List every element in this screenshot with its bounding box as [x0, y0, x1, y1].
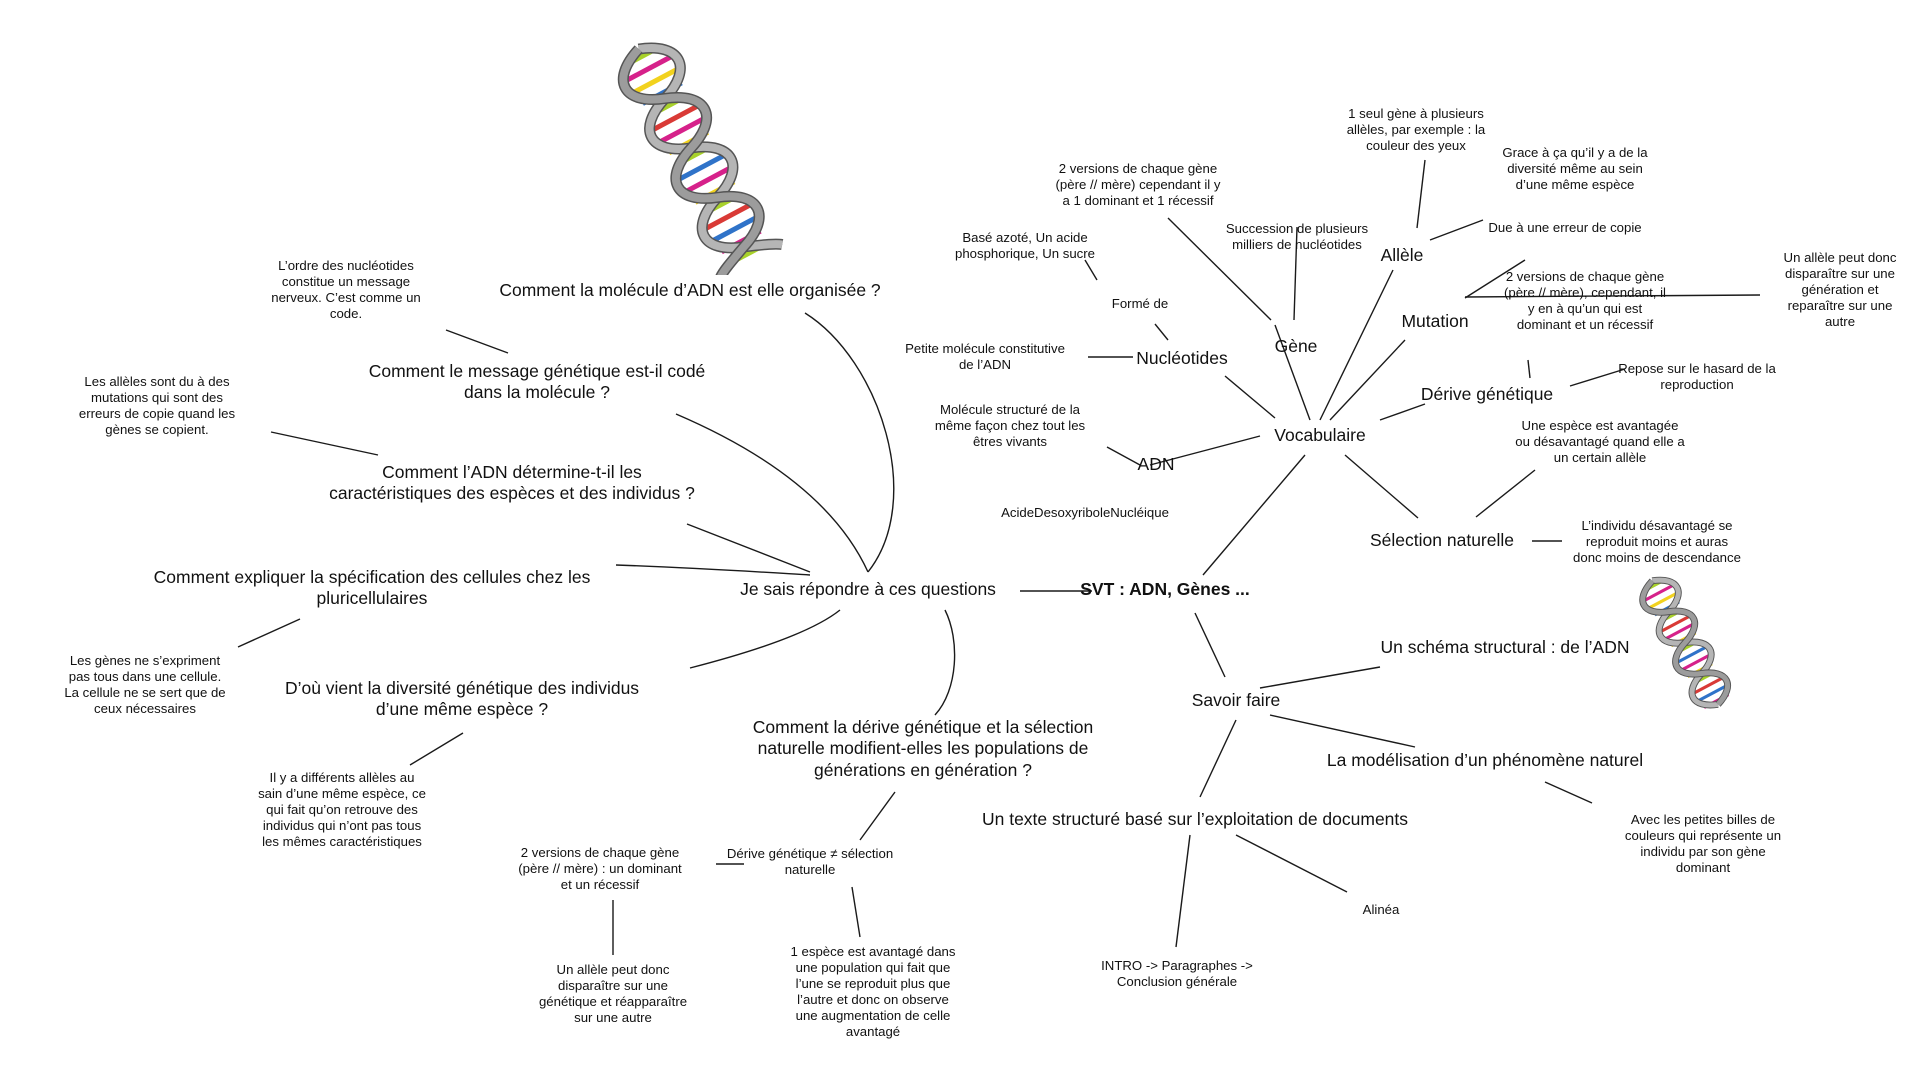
- root-title: SVT : ADN, Gènes ...: [1080, 579, 1250, 599]
- savoir-modelisation-note: Avec les petites billes de couleurs qui …: [1624, 812, 1782, 876]
- vocabulaire-hub: Vocabulaire: [1274, 425, 1366, 445]
- vocab-derive-versions: 2 versions de chaque gène (père // mère)…: [1504, 269, 1666, 333]
- vocab-adn-def: Molécule structuré de la même façon chez…: [934, 402, 1086, 450]
- questions-hub: Je sais répondre à ces questions: [740, 579, 996, 599]
- note-message-code: L’ordre des nucléotides constitue un mes…: [271, 258, 421, 322]
- savoir-schema-structural: Un schéma structural : de l’ADN: [1380, 637, 1630, 657]
- vocab-gene-succession: Succession de plusieurs milliers de nucl…: [1225, 221, 1369, 253]
- vocab-gene-versions: 2 versions de chaque gène (père // mère)…: [1055, 161, 1221, 209]
- vocab-mutation: Mutation: [1401, 311, 1469, 331]
- note-genes-expression: Les gènes ne s’expriment pas tous dans u…: [64, 653, 226, 717]
- question-adn-determine: Comment l’ADN détermine-t-il les caracté…: [329, 462, 695, 504]
- vocab-adn-full: AcideDesoxyriboleNucléique: [1001, 505, 1169, 520]
- question-message-code: Comment le message génétique est-il codé…: [368, 361, 706, 403]
- note-selection-espece: 1 espèce est avantagé dans une populatio…: [790, 944, 956, 1040]
- vocab-gene: Gène: [1274, 336, 1318, 356]
- vocab-derive-hasard: Repose sur le hasard de la reproduction: [1618, 361, 1776, 393]
- vocab-forme-de: Formé de: [1111, 296, 1169, 311]
- vocab-allele-diversite: Grace à ça qu’il y a de la diversité mêm…: [1502, 145, 1648, 193]
- vocab-selection: Sélection naturelle: [1370, 530, 1514, 550]
- vocab-derive: Dérive génétique: [1420, 384, 1554, 404]
- vocab-selection-descendance: L’individu désavantagé se reproduit moin…: [1573, 518, 1741, 566]
- note-derive-allele: Un allèle peut donc disparaître sur une …: [538, 962, 688, 1026]
- note-alleles-mutations: Les allèles sont du à des mutations qui …: [78, 374, 236, 438]
- vocab-allele: Allèle: [1380, 245, 1424, 265]
- vocab-nucleotides: Nucléotides: [1136, 348, 1228, 368]
- savoir-intro-conclusion: INTRO -> Paragraphes -> Conclusion génér…: [1101, 958, 1253, 990]
- vocab-mutation-def: Due à une erreur de copie: [1488, 220, 1642, 235]
- vocab-derive-allele: Un allèle peut donc disparaître sur une …: [1783, 250, 1897, 330]
- question-adn-organisee: Comment la molécule d’ADN est elle organ…: [499, 280, 881, 300]
- note-derive-versions: 2 versions de chaque gène (père // mère)…: [518, 845, 682, 893]
- question-specification-cellules: Comment expliquer la spécification des c…: [153, 567, 591, 609]
- dna-helix-illustration-small: [1639, 576, 1731, 709]
- vocab-allele-def: 1 seul gène à plusieurs allèles, par exe…: [1346, 106, 1486, 154]
- vocab-nucleotides-def: Petite molécule constitutive de l’ADN: [905, 341, 1065, 373]
- note-differents-alleles: Il y a différents allèles au sain d’une …: [258, 770, 426, 850]
- savoir-faire-hub: Savoir faire: [1191, 690, 1281, 710]
- question-diversite-genetique: D’où vient la diversité génétique des in…: [284, 678, 640, 720]
- question-derive-selection: Comment la dérive génétique et la sélect…: [752, 717, 1094, 780]
- vocab-adn: ADN: [1137, 454, 1175, 474]
- vocab-forme-de-detail: Basé azoté, Un acide phosphorique, Un su…: [954, 230, 1096, 262]
- savoir-texte-structure: Un texte structuré basé sur l’exploitati…: [981, 809, 1409, 829]
- dna-helix-illustration-large: [617, 42, 784, 275]
- node-derive-vs-selection: Dérive génétique ≠ sélection naturelle: [726, 846, 894, 878]
- savoir-modelisation: La modélisation d’un phénomène naturel: [1326, 750, 1644, 770]
- vocab-selection-avantage: Une espèce est avantagée ou désavantagé …: [1515, 418, 1685, 466]
- savoir-alinea: Alinéa: [1362, 902, 1400, 917]
